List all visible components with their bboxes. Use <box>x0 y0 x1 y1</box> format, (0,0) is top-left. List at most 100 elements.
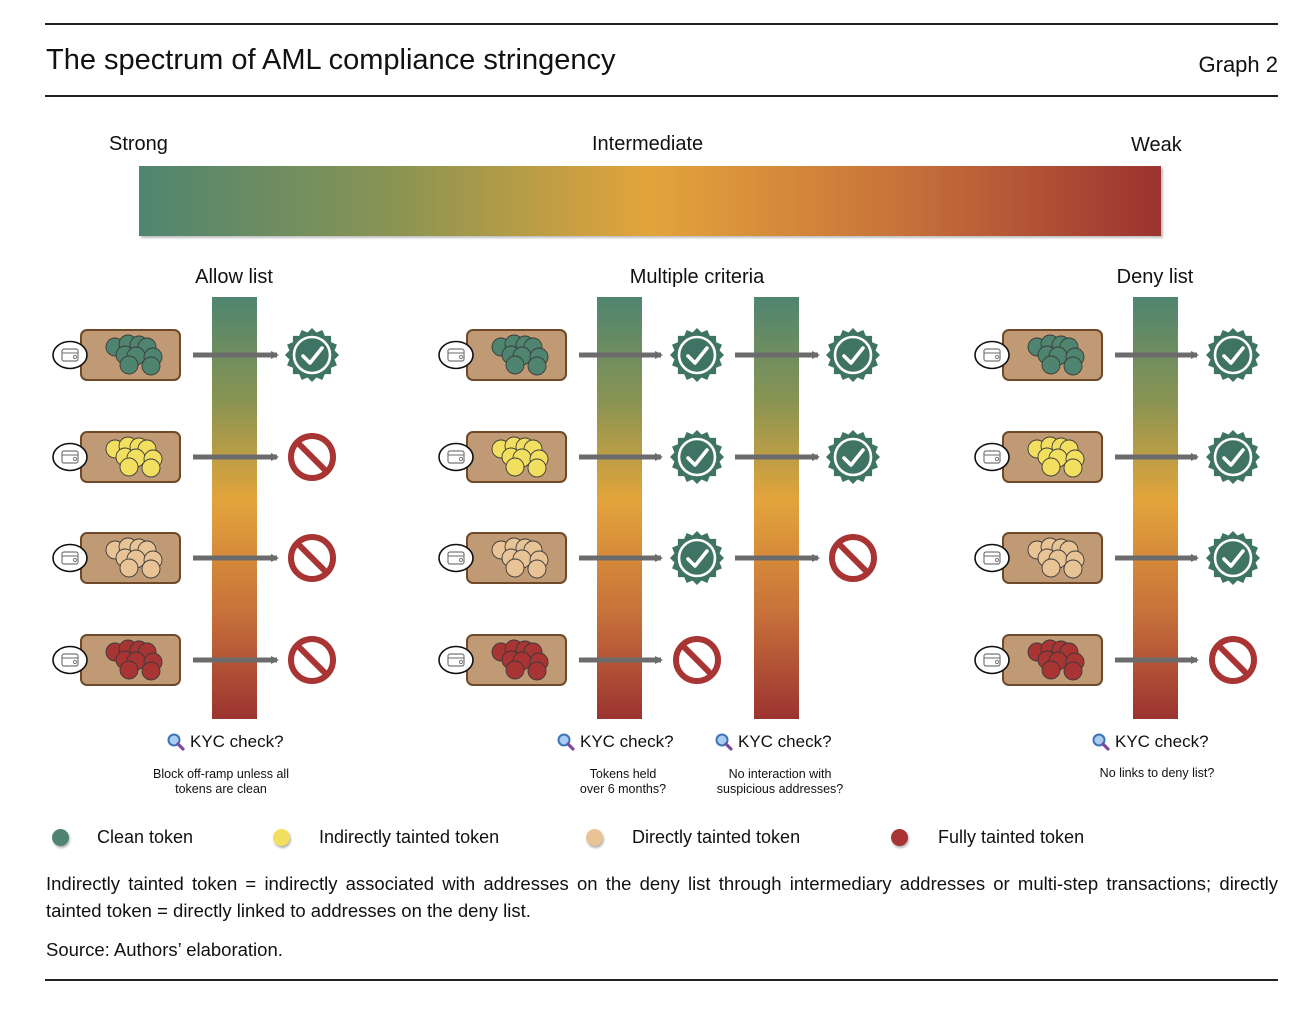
indirectly-tainted-token-coin <box>1063 458 1083 478</box>
fully-tainted-token-coin <box>141 661 161 681</box>
graph-number: Graph 2 <box>1198 52 1279 77</box>
kyc-check-label: KYC check? <box>1115 732 1209 751</box>
column-title-deny-list: Deny list <box>1116 266 1194 288</box>
rule-note-line: No links to deny list? <box>1099 766 1215 780</box>
magnifier-icon <box>557 733 575 751</box>
kyc-check-label: KYC check? <box>580 732 674 751</box>
rule-note-deny-list: No links to deny list? <box>1100 766 1215 781</box>
indirectly-tainted-token-coin <box>527 458 547 478</box>
rule-note-line: No interaction with <box>728 767 832 781</box>
fully-tainted-token-coin <box>1063 661 1083 681</box>
magnifier-icon <box>715 733 733 751</box>
check-badge-icon <box>826 328 880 382</box>
wallet-icon <box>52 543 88 573</box>
top-rule <box>45 23 1278 25</box>
wallet-icon <box>438 442 474 472</box>
prohibited-icon <box>1209 636 1257 684</box>
wallet-row-fully-tainted-token <box>974 634 1103 686</box>
kyc-gate-bar <box>597 297 642 719</box>
rule-note-allow-list: Block off-ramp unless all tokens are cle… <box>153 767 289 797</box>
title-rule <box>45 95 1278 97</box>
indirectly-tainted-token-coin <box>119 457 139 477</box>
rule-note-line: Block off-ramp unless all <box>153 767 289 781</box>
wallet-row-fully-tainted-token <box>438 634 567 686</box>
rule-note-line: suspicious addresses? <box>716 782 844 796</box>
column-title-multiple-criteria: Multiple criteria <box>629 266 765 288</box>
wallet-icon <box>974 543 1010 573</box>
wallet-icon <box>52 340 88 370</box>
rule-note-line: over 6 months? <box>579 782 667 796</box>
wallet-icon <box>974 645 1010 675</box>
directly-tainted-token-coin <box>1041 558 1061 578</box>
legend-clean-token: Clean token <box>52 827 193 848</box>
clean-token-coin <box>1041 355 1061 375</box>
clean-token-coin <box>141 356 161 376</box>
rule-note-line: Tokens held <box>589 767 657 781</box>
kyc-check-label: KYC check? <box>738 732 832 751</box>
scale-label-weak: Weak <box>1131 134 1182 156</box>
kyc-gate-bar <box>1133 297 1178 719</box>
kyc-check-suspicious: KYC check? <box>714 732 832 752</box>
legend-swatch <box>891 829 908 846</box>
wallet-row-indirectly-tainted-token <box>52 431 181 483</box>
check-badge-icon <box>826 430 880 484</box>
kyc-check-allow-list: KYC check? <box>166 732 284 752</box>
directly-tainted-token-coin <box>505 558 525 578</box>
kyc-gate-bar <box>212 297 257 719</box>
fully-tainted-token-coin <box>505 660 525 680</box>
stringency-spectrum-bar <box>139 166 1161 236</box>
fully-tainted-token-coin <box>1041 660 1061 680</box>
page-title: The spectrum of AML compliance stringenc… <box>46 44 616 76</box>
prohibited-icon <box>288 534 336 582</box>
wallet-icon <box>438 340 474 370</box>
wallet-icon <box>52 442 88 472</box>
check-badge-icon <box>670 531 724 585</box>
check-badge-icon <box>1206 430 1260 484</box>
scale-label-strong: Strong <box>109 133 168 155</box>
wallet-row-indirectly-tainted-token <box>974 431 1103 483</box>
check-badge-icon <box>1206 531 1260 585</box>
legend-swatch <box>52 829 69 846</box>
wallet-row-clean-token <box>974 329 1103 381</box>
wallet-icon <box>974 340 1010 370</box>
legend-label: Fully tainted token <box>938 827 1085 847</box>
wallet-row-clean-token <box>52 329 181 381</box>
legend-swatch <box>273 829 290 846</box>
wallet-icon <box>52 645 88 675</box>
rule-note-line: tokens are clean <box>175 782 267 796</box>
check-badge-icon <box>670 328 724 382</box>
prohibited-icon <box>673 636 721 684</box>
legend-fully-tainted-token: Fully tainted token <box>891 827 1084 848</box>
wallet-row-directly-tainted-token <box>52 532 181 584</box>
check-badge-icon <box>1206 328 1260 382</box>
wallet-row-clean-token <box>438 329 567 381</box>
clean-token-coin <box>119 355 139 375</box>
magnifier-icon <box>167 733 185 751</box>
footnote: Indirectly tainted token = indirectly as… <box>46 873 1278 921</box>
check-badge-icon <box>670 430 724 484</box>
wallet-row-fully-tainted-token <box>52 634 181 686</box>
legend-directly-tainted-token: Directly tainted token <box>586 827 800 848</box>
prohibited-icon <box>288 636 336 684</box>
clean-token-coin <box>1063 356 1083 376</box>
fully-tainted-token-coin <box>119 660 139 680</box>
indirectly-tainted-token-coin <box>141 458 161 478</box>
wallet-row-indirectly-tainted-token <box>438 431 567 483</box>
indirectly-tainted-token-coin <box>505 457 525 477</box>
directly-tainted-token-coin <box>141 559 161 579</box>
bottom-rule <box>45 979 1278 981</box>
legend-swatch <box>586 829 603 846</box>
prohibited-icon <box>288 433 336 481</box>
kyc-check-months: KYC check? <box>556 732 674 752</box>
magnifier-icon <box>1092 733 1110 751</box>
legend-label: Directly tainted token <box>632 827 801 847</box>
directly-tainted-token-coin <box>1063 559 1083 579</box>
kyc-gate-bar <box>754 297 799 719</box>
column-title-allow-list: Allow list <box>195 266 273 288</box>
wallet-icon <box>438 645 474 675</box>
wallet-icon <box>438 543 474 573</box>
clean-token-coin <box>505 355 525 375</box>
legend-indirectly-tainted-token: Indirectly tainted token <box>273 827 499 848</box>
prohibited-icon <box>829 534 877 582</box>
